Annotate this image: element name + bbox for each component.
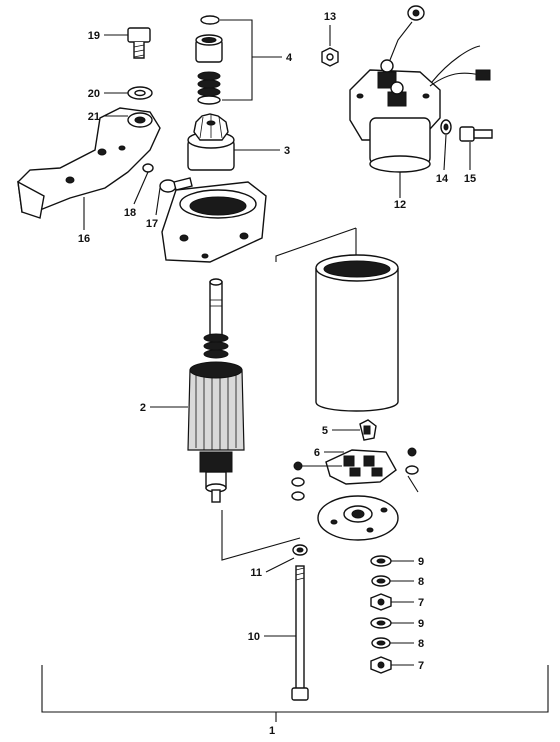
- callout-2: 2: [140, 402, 146, 414]
- part-11-washer: [265, 544, 308, 573]
- callout-1: 1: [269, 725, 275, 737]
- callout-20: 20: [88, 88, 100, 100]
- brush-screws: [291, 447, 419, 501]
- callout-16: 16: [78, 233, 90, 245]
- part-20-washer: [104, 86, 153, 100]
- part-2-armature: [150, 278, 245, 503]
- callout-12: 12: [394, 199, 406, 211]
- yoke-tube: [315, 228, 399, 412]
- part-12-solenoid: [349, 5, 491, 198]
- callout-3: 3: [284, 145, 290, 157]
- part-19-bolt: [104, 27, 151, 59]
- callout-14: 14: [436, 173, 449, 185]
- part-17-screw: [155, 177, 193, 216]
- part-15-bolt: [459, 126, 493, 170]
- callout-17: 17: [146, 218, 158, 230]
- part-10-through-bolt: [264, 565, 309, 701]
- part-16-mounting-bracket: [17, 107, 161, 230]
- callout-9b: 9: [418, 618, 424, 630]
- callout-18: 18: [124, 207, 136, 219]
- armature-winding: [203, 333, 229, 359]
- part-4-pinion-spring-set: [195, 15, 282, 105]
- callout-labels: 1 2 3 4 5 6 7 7 8 8 9 9 10 11 12 13 14 1…: [78, 11, 476, 737]
- part-6-brush-holder: [324, 449, 397, 485]
- callout-5: 5: [322, 425, 328, 437]
- part-3-pinion-gear: [187, 113, 280, 171]
- callout-7a: 7: [418, 597, 424, 609]
- end-cover-plate: [317, 495, 399, 541]
- part-14-washer: [440, 119, 452, 171]
- callout-11: 11: [250, 567, 262, 579]
- part-18-washer: [133, 163, 154, 205]
- callout-4: 4: [286, 52, 293, 64]
- callout-13: 13: [324, 11, 336, 23]
- callout-9a: 9: [418, 556, 424, 568]
- spring: [197, 71, 221, 105]
- callout-21: 21: [88, 111, 100, 123]
- callout-8a: 8: [418, 576, 424, 588]
- part-13-nut: [321, 25, 339, 67]
- callout-7b: 7: [418, 660, 424, 672]
- front-housing: [161, 181, 267, 263]
- callout-19: 19: [88, 30, 100, 42]
- callout-10: 10: [248, 631, 260, 643]
- callout-8b: 8: [418, 638, 424, 650]
- callout-15: 15: [464, 173, 476, 185]
- hardware-stack: [370, 555, 414, 674]
- assembly-bracket: [41, 665, 549, 722]
- callout-6: 6: [314, 447, 320, 459]
- part-5-brush-spring: [332, 419, 377, 441]
